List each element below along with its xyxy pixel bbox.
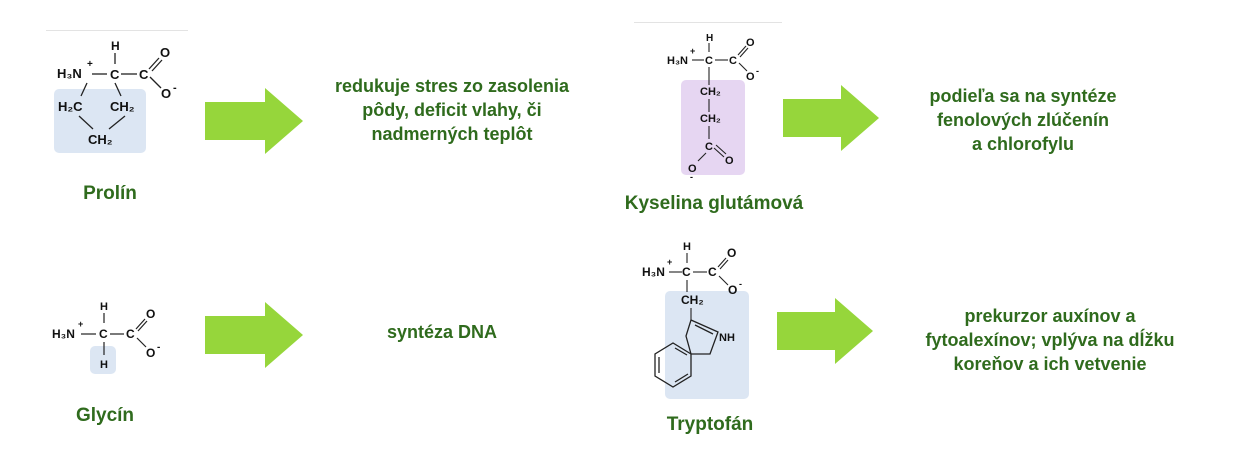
svg-text:CH₂: CH₂ [700,113,721,125]
svg-text:O: O [146,307,155,321]
svg-text:O: O [146,346,155,360]
svg-text:-: - [690,172,693,180]
function-description: redukuje stres zo zasolenia pôdy, defici… [334,76,570,144]
svg-text:H₃N: H₃N [667,55,688,67]
svg-text:O: O [160,45,170,60]
svg-text:+: + [87,59,93,70]
side-chain-highlight [54,89,146,153]
svg-text:-: - [157,342,160,353]
svg-text:CH₂: CH₂ [700,86,721,98]
svg-text:H: H [111,39,120,53]
svg-text:C: C [682,265,691,279]
svg-text:-: - [756,66,759,76]
svg-text:H: H [100,359,108,371]
side-chain-highlight [665,291,749,399]
svg-text:C: C [705,141,713,153]
side-chain-highlight [681,80,745,175]
divider [634,22,782,23]
svg-text:C: C [705,55,713,67]
svg-text:O: O [746,37,755,49]
svg-text:+: + [78,319,83,329]
glycine-structure: H H₃N + C C O O - H [52,301,160,374]
svg-text:CH₂: CH₂ [681,293,704,307]
svg-text:H₂C: H₂C [58,99,83,114]
svg-text:H₃N: H₃N [52,327,75,341]
svg-text:H₃N: H₃N [57,66,82,81]
svg-text:C: C [139,67,149,82]
right-arrow-icon [205,302,303,368]
svg-text:O: O [727,246,736,260]
amino-acid-name: Kyselina glutámová [624,193,804,214]
function-description: syntéza DNA [386,322,498,342]
tryptophan-structure: H H₃N + C C O O - CH₂ NH [642,241,749,399]
divider [46,30,188,31]
svg-text:CH₂: CH₂ [88,132,113,147]
side-chain-highlight [90,346,116,374]
glutamic-acid-structure: H H₃N + C C O O - CH₂ CH₂ C O O - [667,33,759,180]
svg-text:C: C [126,327,135,341]
svg-text:+: + [667,257,672,267]
svg-text:H: H [683,241,691,253]
svg-text:H: H [100,301,108,313]
svg-text:+: + [690,46,695,56]
right-arrow-icon [205,88,303,154]
svg-text:O: O [688,163,697,175]
svg-text:H: H [706,33,713,44]
svg-text:O: O [746,71,755,83]
svg-text:O: O [725,155,734,167]
amino-acid-name: Prolín [83,183,137,204]
svg-text:O: O [728,283,737,297]
svg-text:-: - [173,82,177,94]
function-description: prekurzor auxínov a fytoalexínov; vplýva… [925,306,1175,374]
svg-text:O: O [161,86,171,101]
right-arrow-icon [783,85,879,151]
svg-text:H₃N: H₃N [642,265,665,279]
svg-text:C: C [99,327,108,341]
amino-acid-name: Glycín [75,405,135,426]
svg-text:C: C [110,67,120,82]
svg-text:CH₂: CH₂ [110,99,135,114]
svg-text:NH: NH [719,332,735,344]
right-arrow-icon [777,298,873,364]
svg-text:-: - [739,279,742,289]
proline-structure: H H₃N + C C O O - H₂C CH₂ CH₂ [54,39,177,153]
svg-text:C: C [729,55,737,67]
svg-text:C: C [708,265,717,279]
amino-acid-name: Tryptofán [666,414,754,435]
function-description: podieľa sa na syntéze fenolových zlúčení… [929,86,1117,154]
